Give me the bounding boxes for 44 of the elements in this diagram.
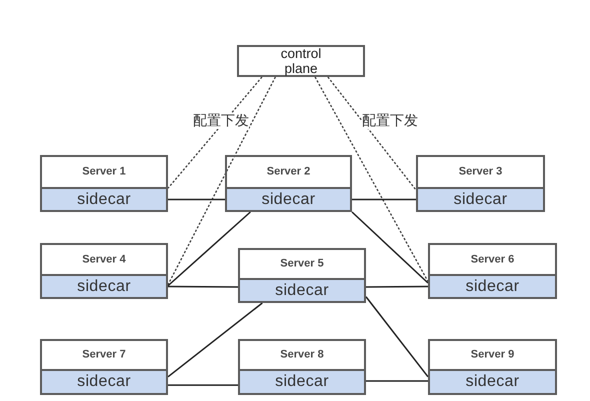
sidecar-box: sidecar	[40, 274, 168, 299]
server-box	[238, 339, 366, 395]
server-box	[428, 243, 557, 299]
server-label: Server 5	[280, 258, 324, 270]
dotted-connector	[327, 76, 417, 190]
sidecar-box: sidecar	[428, 369, 557, 395]
sidecar-box: sidecar	[238, 278, 366, 303]
server-label: Server 1	[82, 166, 126, 178]
server-box	[225, 155, 352, 212]
server-box	[40, 155, 168, 212]
connector-line	[366, 380, 428, 382]
connector-line	[365, 296, 429, 378]
server-box	[238, 248, 366, 303]
server-label: Server 2	[266, 166, 310, 178]
server-label: Server 4	[82, 254, 126, 265]
connector-line	[168, 211, 251, 286]
server-label: Server 3	[458, 166, 502, 178]
sidecar-box: sidecar	[238, 369, 366, 395]
server-box	[416, 155, 545, 212]
dotted-connector	[314, 76, 429, 282]
server-label: Server 7	[82, 350, 126, 360]
sidecar-box: sidecar	[40, 187, 168, 212]
server-box	[428, 339, 557, 395]
connector-line	[168, 286, 238, 288]
dotted-connector	[168, 76, 262, 189]
connector-line	[168, 384, 238, 386]
server-label: Server 6	[470, 254, 514, 265]
sidecar-box: sidecar	[416, 187, 545, 212]
sidecar-box: sidecar	[40, 369, 168, 395]
sidecar-box: sidecar	[225, 187, 352, 212]
sidecar-box: sidecar	[428, 274, 557, 299]
connector-line	[352, 198, 416, 200]
edge-label: 配置下发	[193, 113, 249, 129]
connector-line	[351, 211, 429, 284]
server-box	[40, 243, 168, 299]
server-label: Server 8	[280, 350, 324, 360]
connector-line	[366, 286, 428, 288]
server-box	[40, 339, 168, 395]
control-plane-box: control plane	[237, 45, 365, 77]
connector-line	[168, 198, 225, 200]
edge-label: 配置下发	[362, 113, 418, 129]
connector-line	[168, 302, 263, 378]
dotted-connector	[167, 76, 276, 286]
server-label: Server 9	[470, 350, 514, 360]
